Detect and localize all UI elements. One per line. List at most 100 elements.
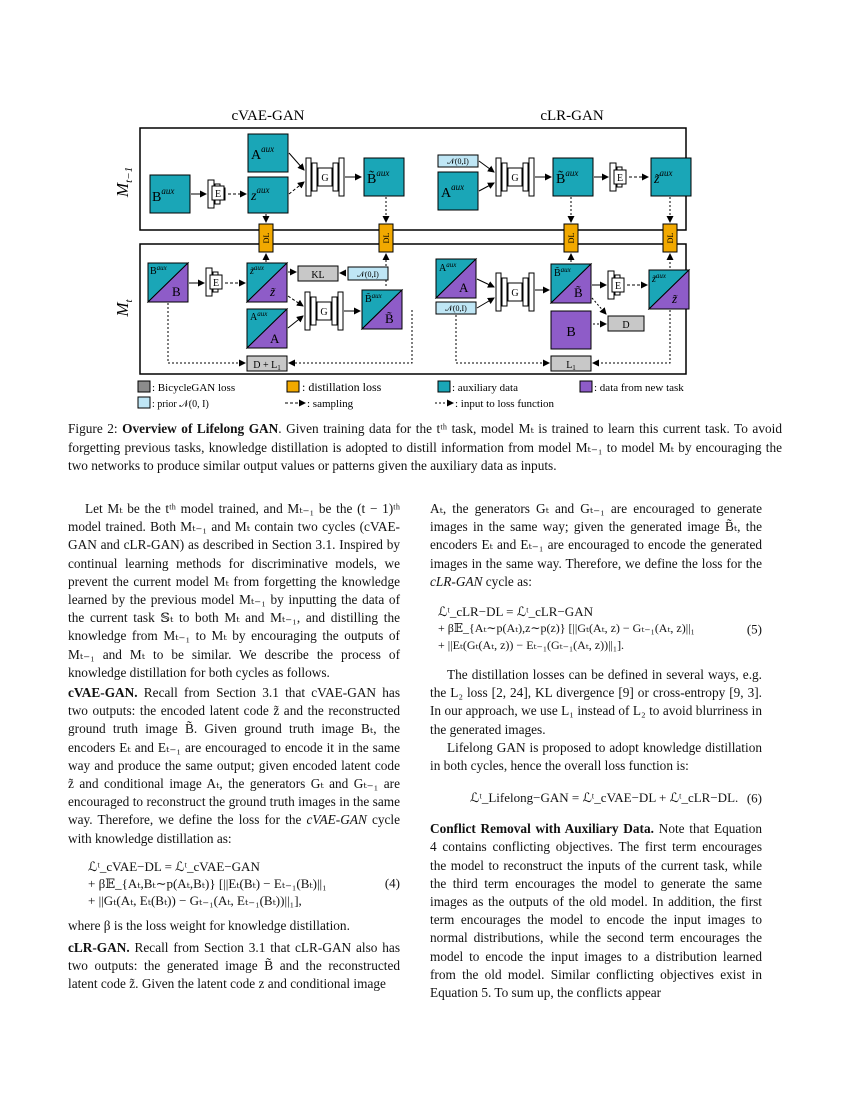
svg-text:: BicycleGAN loss: : BicycleGAN loss [152, 382, 235, 394]
title-clr-gan: cLR-GAN [540, 108, 603, 124]
svg-text:Aaux: Aaux [250, 310, 268, 323]
svg-text:B̃: B̃ [574, 285, 583, 300]
prior-box-bottom [347, 266, 389, 281]
left-paragraph-3: where β is the loss weight for knowledge… [68, 917, 350, 933]
svg-text:Aaux: Aaux [441, 182, 464, 201]
figure-2-diagram: cVAE-GAN cLR-GAN Mt−1 Mt Baux E Aaux zau… [113, 108, 692, 410]
right-paragraph-1: Aₜ, the generators Gₜ and Gₜ₋₁ are encou… [430, 500, 762, 591]
caption-text: . Given training data for the tᵗʰ task, … [68, 421, 782, 473]
encoder-e-bottom-clr: E [607, 270, 625, 300]
left-p4-text: Recall from Section 3.1 that cLR-GAN als… [68, 940, 400, 992]
svg-text:A: A [270, 331, 280, 346]
svg-text:𝒩(0,I): 𝒩(0,I) [357, 270, 379, 279]
svg-text:E: E [617, 173, 623, 184]
z-aux-box-top [247, 176, 289, 214]
svg-text:G: G [321, 173, 328, 184]
left-paragraph-4: cLR-GAN. Recall from Section 3.1 that cL… [68, 939, 400, 994]
svg-text:: data from new task: : data from new task [594, 382, 684, 394]
svg-text:B̃aux: B̃aux [367, 168, 389, 187]
svg-text:DL: DL [666, 233, 675, 244]
left-paragraph-1: Let Mₜ be the tᵗʰ model trained, and Mₜ₋… [68, 501, 400, 680]
title-cvae-gan: cVAE-GAN [231, 108, 304, 124]
b-tilde-aux-box-top-clr [552, 157, 594, 197]
a-aux-a-split-box-clr: Aaux A [434, 257, 478, 300]
right-paragraph-3: Lifelong GAN is proposed to adopt knowle… [430, 739, 762, 774]
caption-bold: Overview of Lifelong GAN [122, 421, 279, 436]
equation-6: ℒᵗ_Lifelong−GAN = ℒᵗ_cVAE−DL + ℒᵗ_cLR−DL… [430, 789, 762, 806]
eq5-line-2: + β𝔼_{Aₜ∼p(Aₜ),z∼p(z)} [||Gₜ(Aₜ, z) − Gₜ… [438, 621, 695, 636]
b-aux-label: Baux [152, 186, 174, 205]
svg-text:D + L1: D + L1 [253, 360, 281, 372]
eq5-number: (5) [746, 621, 762, 637]
svg-text:B̃: B̃ [385, 311, 394, 326]
frame-current-model [139, 243, 687, 375]
z-tilde-split-box-clr: z̃aux z̃ [647, 268, 691, 311]
right-p1-end: cycle as: [482, 573, 532, 589]
heading-clr-gan: cLR-GAN. [68, 940, 130, 956]
svg-text:B: B [172, 284, 181, 299]
encoder-e-top: E [207, 179, 226, 209]
a-aux-box-top-clr [437, 171, 479, 211]
l1-box [550, 355, 592, 372]
equation-5: ℒᵗ_cLR−DL = ℒᵗ_cLR−GAN + β𝔼_{Aₜ∼p(Aₜ),z∼… [430, 603, 762, 654]
generator-g-top-clr: G [495, 157, 535, 197]
generator-g-top: G [305, 157, 345, 197]
prior-box-bottom-clr [435, 301, 477, 315]
svg-text:DL: DL [567, 233, 576, 244]
svg-text:E: E [615, 281, 621, 292]
a-aux-box-top [247, 133, 289, 173]
encoder-e-bottom: E [205, 267, 223, 297]
right-p1-text: Aₜ, the generators Gₜ and Gₜ₋₁ are encou… [430, 501, 762, 571]
svg-text:A: A [459, 280, 469, 295]
svg-text:𝒩(0,I): 𝒩(0,I) [447, 157, 469, 166]
b-box-new-task [550, 310, 592, 350]
svg-text:B̃aux: B̃aux [556, 168, 578, 187]
svg-text:: sampling: : sampling [307, 398, 354, 410]
b-aux-box [149, 174, 191, 214]
svg-text:Aaux: Aaux [251, 144, 274, 163]
right-paragraph-4: Conflict Removal with Auxiliary Data. No… [430, 820, 762, 1002]
svg-text:: auxiliary data: : auxiliary data [452, 382, 518, 394]
left-paragraph-2: cVAE-GAN. Recall from Section 3.1 that c… [68, 684, 400, 848]
svg-text:: input to loss function: : input to loss function [455, 398, 555, 410]
legend: : BicycleGAN loss : distillation loss : … [137, 380, 684, 410]
svg-text:z̃aux: z̃aux [249, 264, 265, 277]
encoder-e-top-clr: E [609, 162, 627, 192]
svg-text:B̃aux: B̃aux [365, 292, 383, 305]
eq4-number: (4) [384, 875, 400, 891]
right-paragraph-2: The distillation losses can be defined i… [430, 667, 762, 737]
dl-box-2: DL [378, 223, 394, 253]
svg-text:z̃aux: z̃aux [653, 168, 672, 187]
svg-text:G: G [320, 307, 327, 318]
svg-text:: prior 𝒩(0, I): : prior 𝒩(0, I) [152, 399, 209, 410]
eq6-number: (6) [746, 790, 762, 806]
svg-text:G: G [511, 173, 518, 184]
generator-g-bottom-clr: G [495, 272, 535, 312]
prior-box-top [437, 154, 479, 168]
svg-text:DL: DL [382, 233, 391, 244]
right-column: Aₜ, the generators Gₜ and Gₜ₋₁ are encou… [430, 500, 762, 1002]
eq4-line-3: + ||Gₜ(Aₜ, Eₜ(Bₜ)) − Gₜ₋₁(Aₜ, Eₜ₋₁(Bₜ))|… [88, 892, 302, 908]
dl-box-4: DL [662, 223, 678, 253]
d-box [607, 315, 645, 332]
svg-text:𝒩(0,I): 𝒩(0,I) [445, 304, 467, 313]
svg-text:Aaux: Aaux [439, 261, 457, 274]
row-label-m-t-minus-1: Mt−1 [113, 167, 135, 198]
caption-lead: Figure 2: [68, 421, 123, 436]
svg-text:z̃: z̃ [269, 284, 276, 299]
right-p4-text: Note that Equation 4 contains conflictin… [430, 821, 762, 1001]
left-column: Let Mₜ be the tᵗʰ model trained, and Mₜ₋… [68, 500, 400, 994]
svg-text:z̃aux: z̃aux [651, 272, 667, 285]
svg-text:L1: L1 [566, 360, 576, 372]
eq4-line-2: + β𝔼_{Aₜ,Bₜ∼p(Aₜ,Bₜ)} [||Eₜ(Bₜ) − Eₜ₋₁(B… [88, 875, 327, 891]
dl-box-3: DL [563, 223, 579, 253]
svg-text:B̃aux: B̃aux [554, 266, 572, 279]
b-tilde-split-box: B̃aux B̃ [360, 288, 404, 331]
svg-text:KL: KL [311, 270, 324, 281]
d-plus-l1-box [246, 355, 288, 372]
left-p2-text: Recall from Section 3.1 that cVAE-GAN ha… [68, 685, 400, 828]
generator-g-bottom: G [304, 291, 344, 331]
right-p1-italic: cLR-GAN [430, 573, 483, 589]
b-tilde-aux-box-top [363, 157, 405, 197]
